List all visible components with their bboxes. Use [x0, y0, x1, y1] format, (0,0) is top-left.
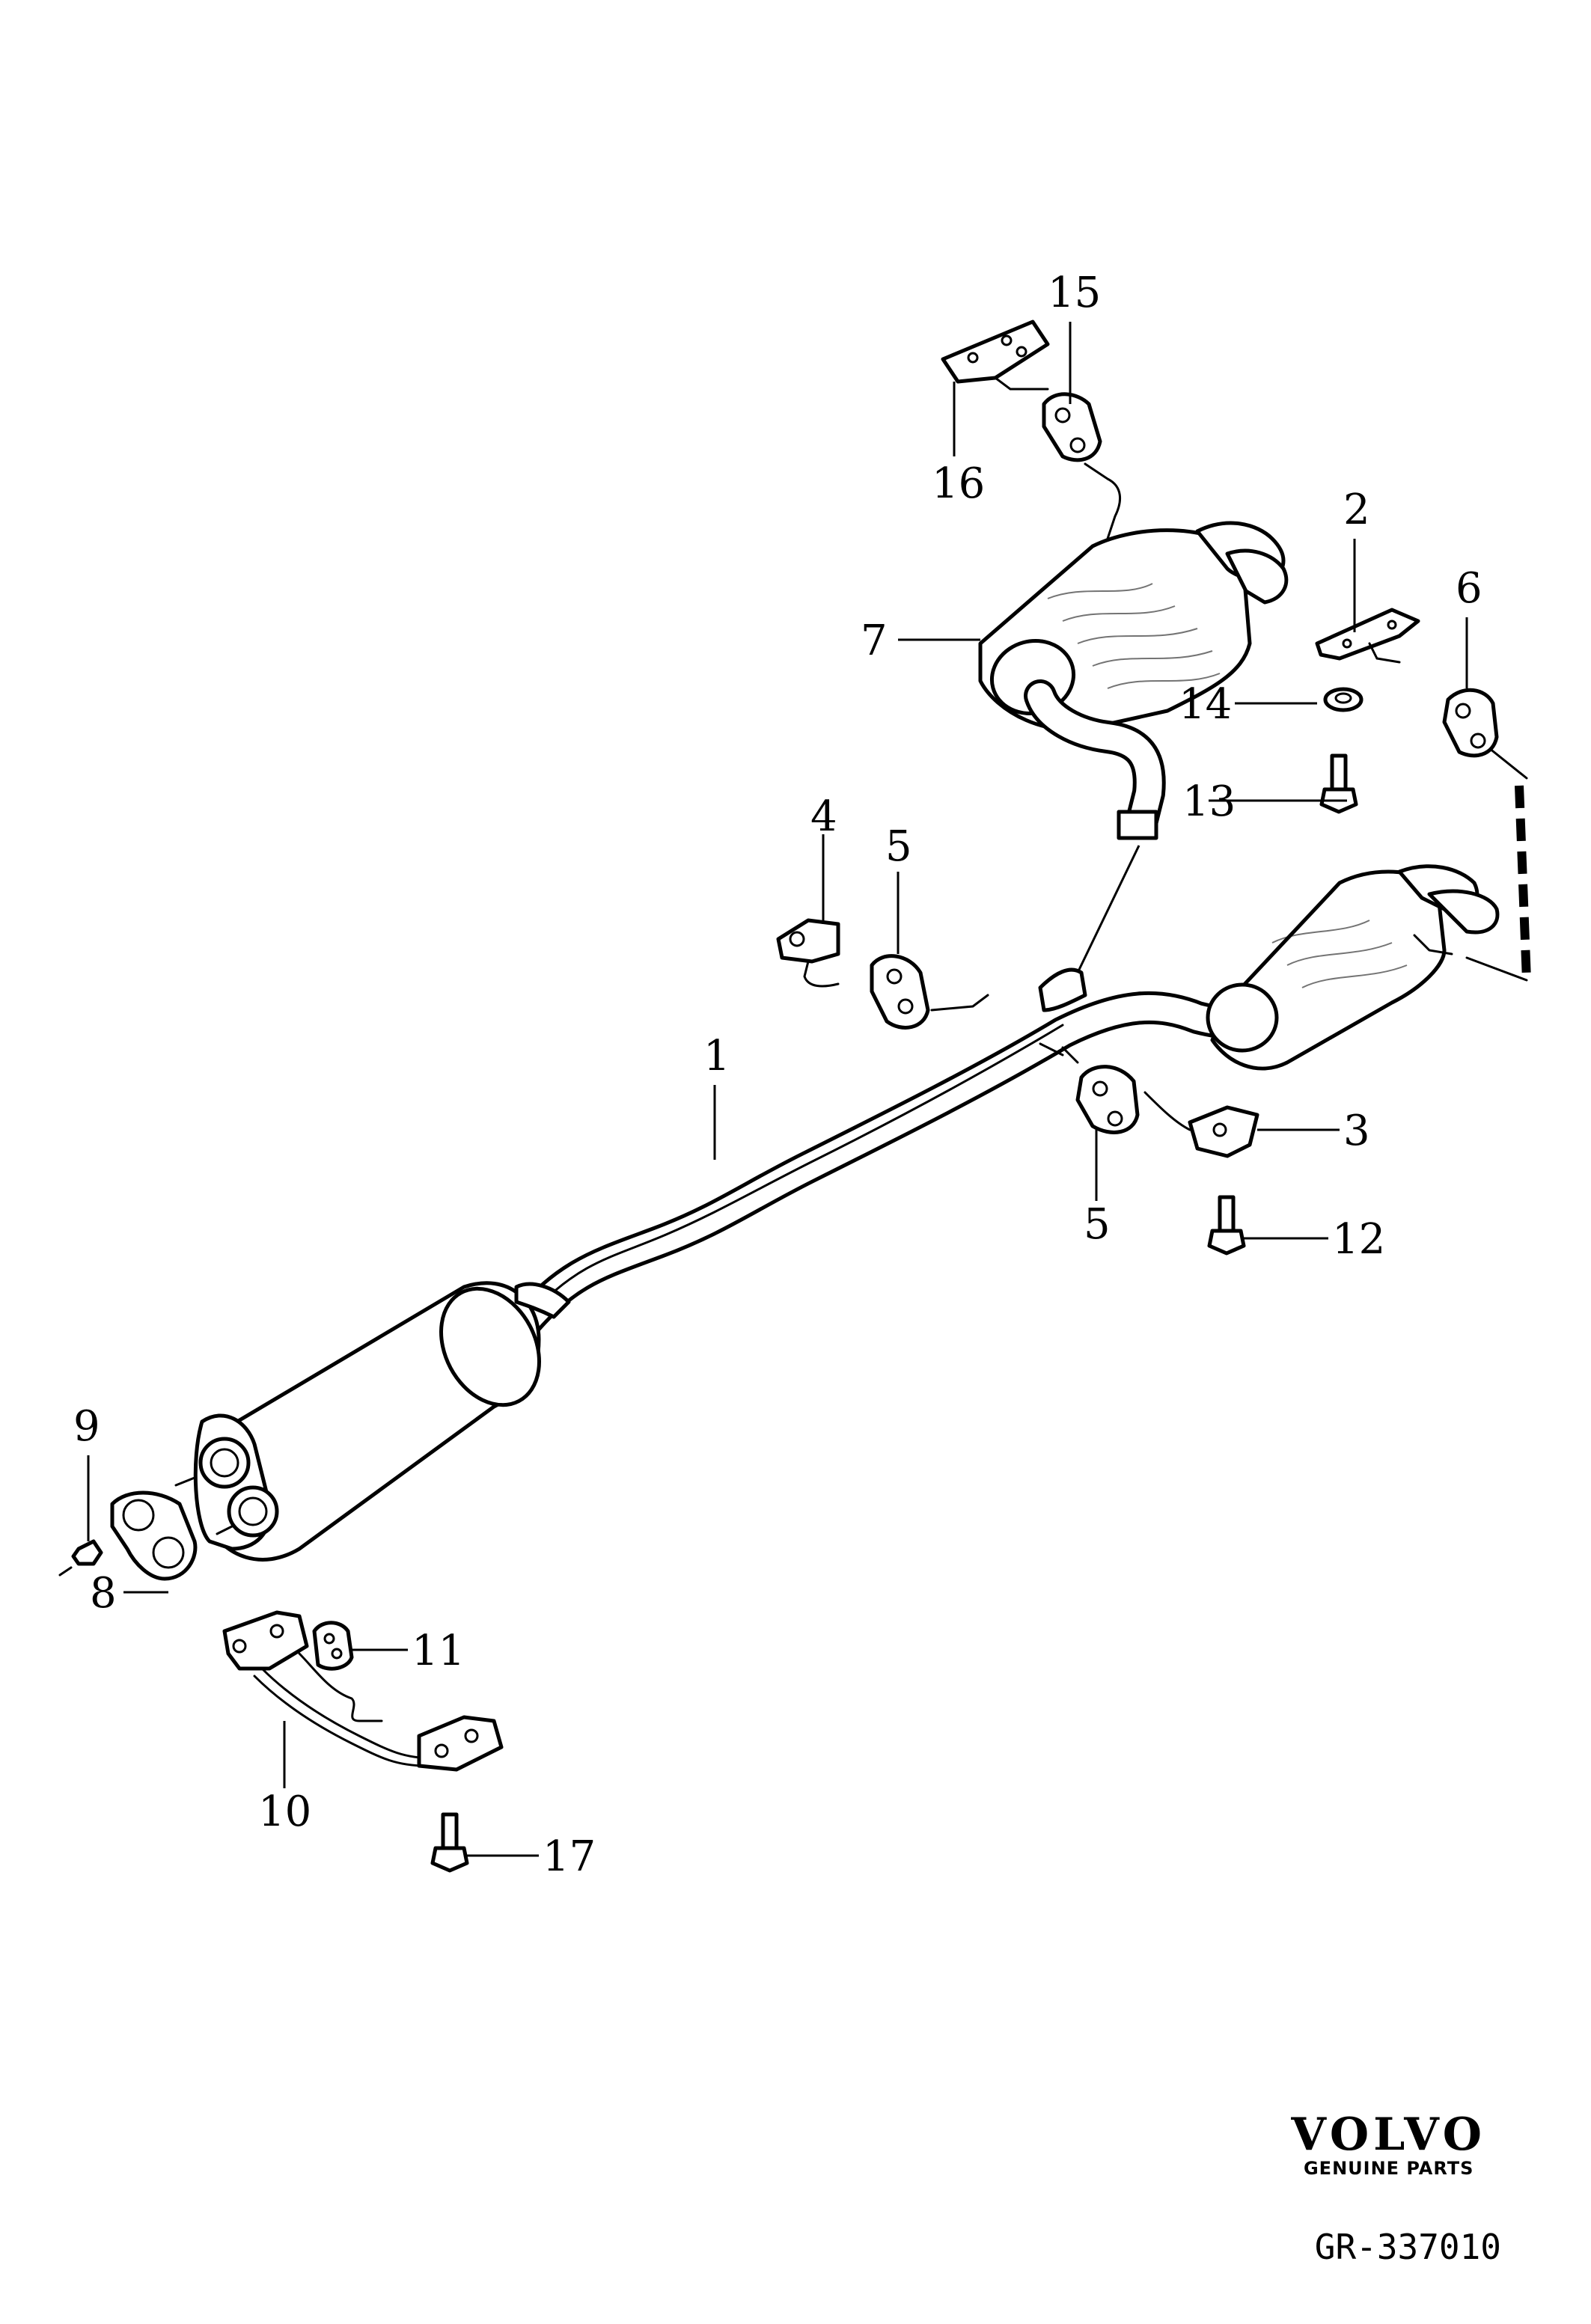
callout-4: 4 — [810, 792, 837, 841]
rubber-hanger-part-6 — [1442, 688, 1499, 758]
front-pipe-part-1 — [507, 967, 1289, 1341]
callout-16: 16 — [932, 459, 985, 508]
bracket-part-10 — [222, 1610, 504, 1772]
rear-right-silencer — [1206, 864, 1500, 1071]
callout-7: 7 — [861, 617, 888, 665]
rubber-hanger-part-15 — [1042, 392, 1122, 540]
callout-15: 15 — [1048, 269, 1101, 317]
front-silencer — [174, 1281, 571, 1562]
leader-lines — [87, 322, 1468, 1857]
hanger-bracket-part-16 — [941, 319, 1050, 391]
tailpipe-dashed — [1515, 785, 1531, 981]
bracket-part-3 — [1143, 1091, 1259, 1158]
callout-3: 3 — [1343, 1107, 1370, 1155]
figure-code: GR-337010 — [1314, 2227, 1501, 2267]
callout-8: 8 — [90, 1569, 117, 1618]
brand-logo-text: VOLVO — [1291, 2109, 1486, 2161]
bolt-part-12 — [1207, 1195, 1246, 1256]
callout-13: 13 — [1182, 777, 1236, 826]
washer-part-14 — [1323, 687, 1364, 712]
callout-5-upper: 5 — [885, 822, 912, 871]
callout-14: 14 — [1179, 680, 1232, 729]
gasket-part-8 — [110, 1490, 198, 1581]
callout-10: 10 — [258, 1788, 311, 1836]
nut-part-9 — [58, 1539, 103, 1577]
callout-11: 11 — [412, 1627, 465, 1675]
callout-6: 6 — [1456, 564, 1482, 613]
brand-subtitle: GENUINE PARTS — [1303, 2158, 1474, 2179]
bracket-part-2 — [1315, 608, 1420, 664]
callout-1: 1 — [703, 1032, 730, 1080]
callout-2: 2 — [1343, 486, 1370, 534]
rubber-hanger-part-5-lower — [1039, 1042, 1140, 1134]
callout-9: 9 — [73, 1402, 100, 1451]
bolt-part-17 — [430, 1812, 469, 1873]
bracket-part-4 — [776, 918, 840, 988]
callout-5-lower: 5 — [1084, 1200, 1111, 1249]
bolt-part-13 — [1319, 753, 1358, 814]
rear-silencer-part-7 — [978, 521, 1289, 973]
callout-labels: 1 2 3 4 5 5 6 7 8 9 10 11 12 13 14 15 16… — [73, 269, 1482, 1881]
volvo-genuine-parts-logo: VOLVO GENUINE PARTS — [1291, 2112, 1486, 2179]
rubber-hanger-part-5-upper — [870, 954, 989, 1030]
callout-12: 12 — [1332, 1215, 1385, 1264]
callout-17: 17 — [543, 1832, 596, 1881]
rubber-part-11 — [312, 1621, 354, 1671]
